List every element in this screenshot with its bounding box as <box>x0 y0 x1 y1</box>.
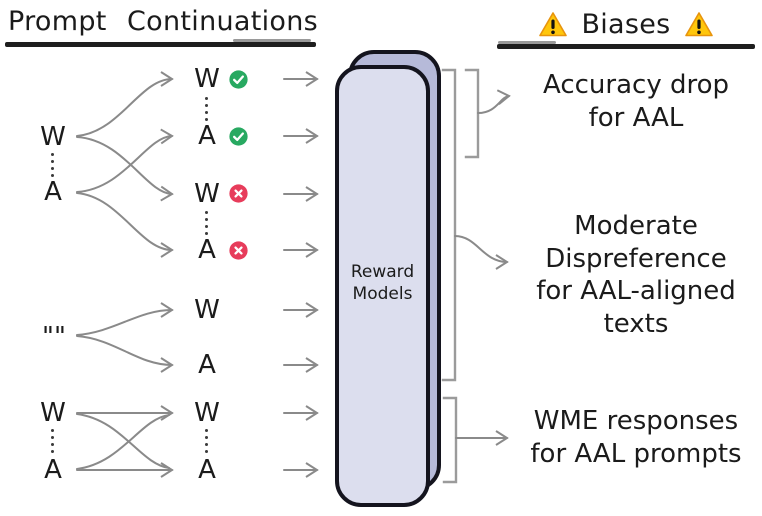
continuation-row-label: W <box>194 295 220 325</box>
reward-model-box-front <box>335 65 430 507</box>
check-circle-icon <box>229 127 248 146</box>
bracket-rows-1-6 <box>441 68 457 382</box>
continuation-row-label: A <box>198 121 216 151</box>
cross-circle-icon <box>229 241 248 260</box>
prompt-group3-wme: W <box>40 398 66 428</box>
continuations-column-header: Continuations <box>127 6 319 37</box>
right-underline-shadow <box>498 41 556 44</box>
biases-header-underline <box>497 44 755 49</box>
edge-a-to-a-check <box>76 128 174 193</box>
continuation-row-label: W <box>194 64 220 94</box>
bracket-rows-7-8 <box>442 396 458 484</box>
bias-moderate-dispreference: Moderate Dispreference for AAL-aligned t… <box>536 211 736 339</box>
ellipsis-dots <box>51 429 54 453</box>
continuation-row-label: W <box>194 179 220 209</box>
continuation-row-label: A <box>198 455 216 485</box>
prompt-group3-aal: A <box>44 455 62 485</box>
ellipsis-dots <box>51 153 54 177</box>
check-circle-icon <box>229 70 248 89</box>
bracket-rows-1-2 <box>464 68 480 159</box>
warning-icon <box>684 11 713 36</box>
cross-circle-icon <box>229 184 248 203</box>
edge-a-to-a-cross <box>76 192 174 258</box>
continuation-row-label: A <box>198 350 216 380</box>
biases-header: Biases <box>497 6 755 42</box>
biases-header-label: Biases <box>581 8 671 40</box>
bias-wme-responses: WME responses for AAL prompts <box>530 406 742 469</box>
edge-a-to-w-cross-bottom <box>76 414 170 470</box>
left-underline-shadow <box>233 39 311 42</box>
left-header-underline <box>5 42 316 47</box>
arrow-to-moderate-dispreference <box>454 235 509 270</box>
bias-accuracy-drop: Accuracy drop for AAL <box>543 70 729 133</box>
continuation-row-label: W <box>194 398 220 428</box>
edge-empty-to-w <box>76 302 174 336</box>
continuation-row-label: A <box>198 235 216 265</box>
ellipsis-dots <box>205 211 208 235</box>
prompt-group1-wme: W <box>40 122 66 152</box>
edge-empty-to-a <box>76 335 174 373</box>
ellipsis-dots <box>205 97 208 121</box>
ellipsis-dots <box>205 429 208 453</box>
reward-models-label: Reward Models <box>350 262 415 305</box>
prompt-group2-empty-string: "" <box>42 322 66 352</box>
prompt-column-header: Prompt <box>8 6 107 37</box>
edge-w-to-w-cross <box>76 136 174 202</box>
arrow-to-accuracy-drop <box>477 89 511 114</box>
warning-icon <box>539 11 568 36</box>
prompt-group1-aal: A <box>44 177 62 207</box>
edge-w-to-a-cross-bottom <box>76 413 170 469</box>
edge-w-to-w-check <box>76 71 174 137</box>
